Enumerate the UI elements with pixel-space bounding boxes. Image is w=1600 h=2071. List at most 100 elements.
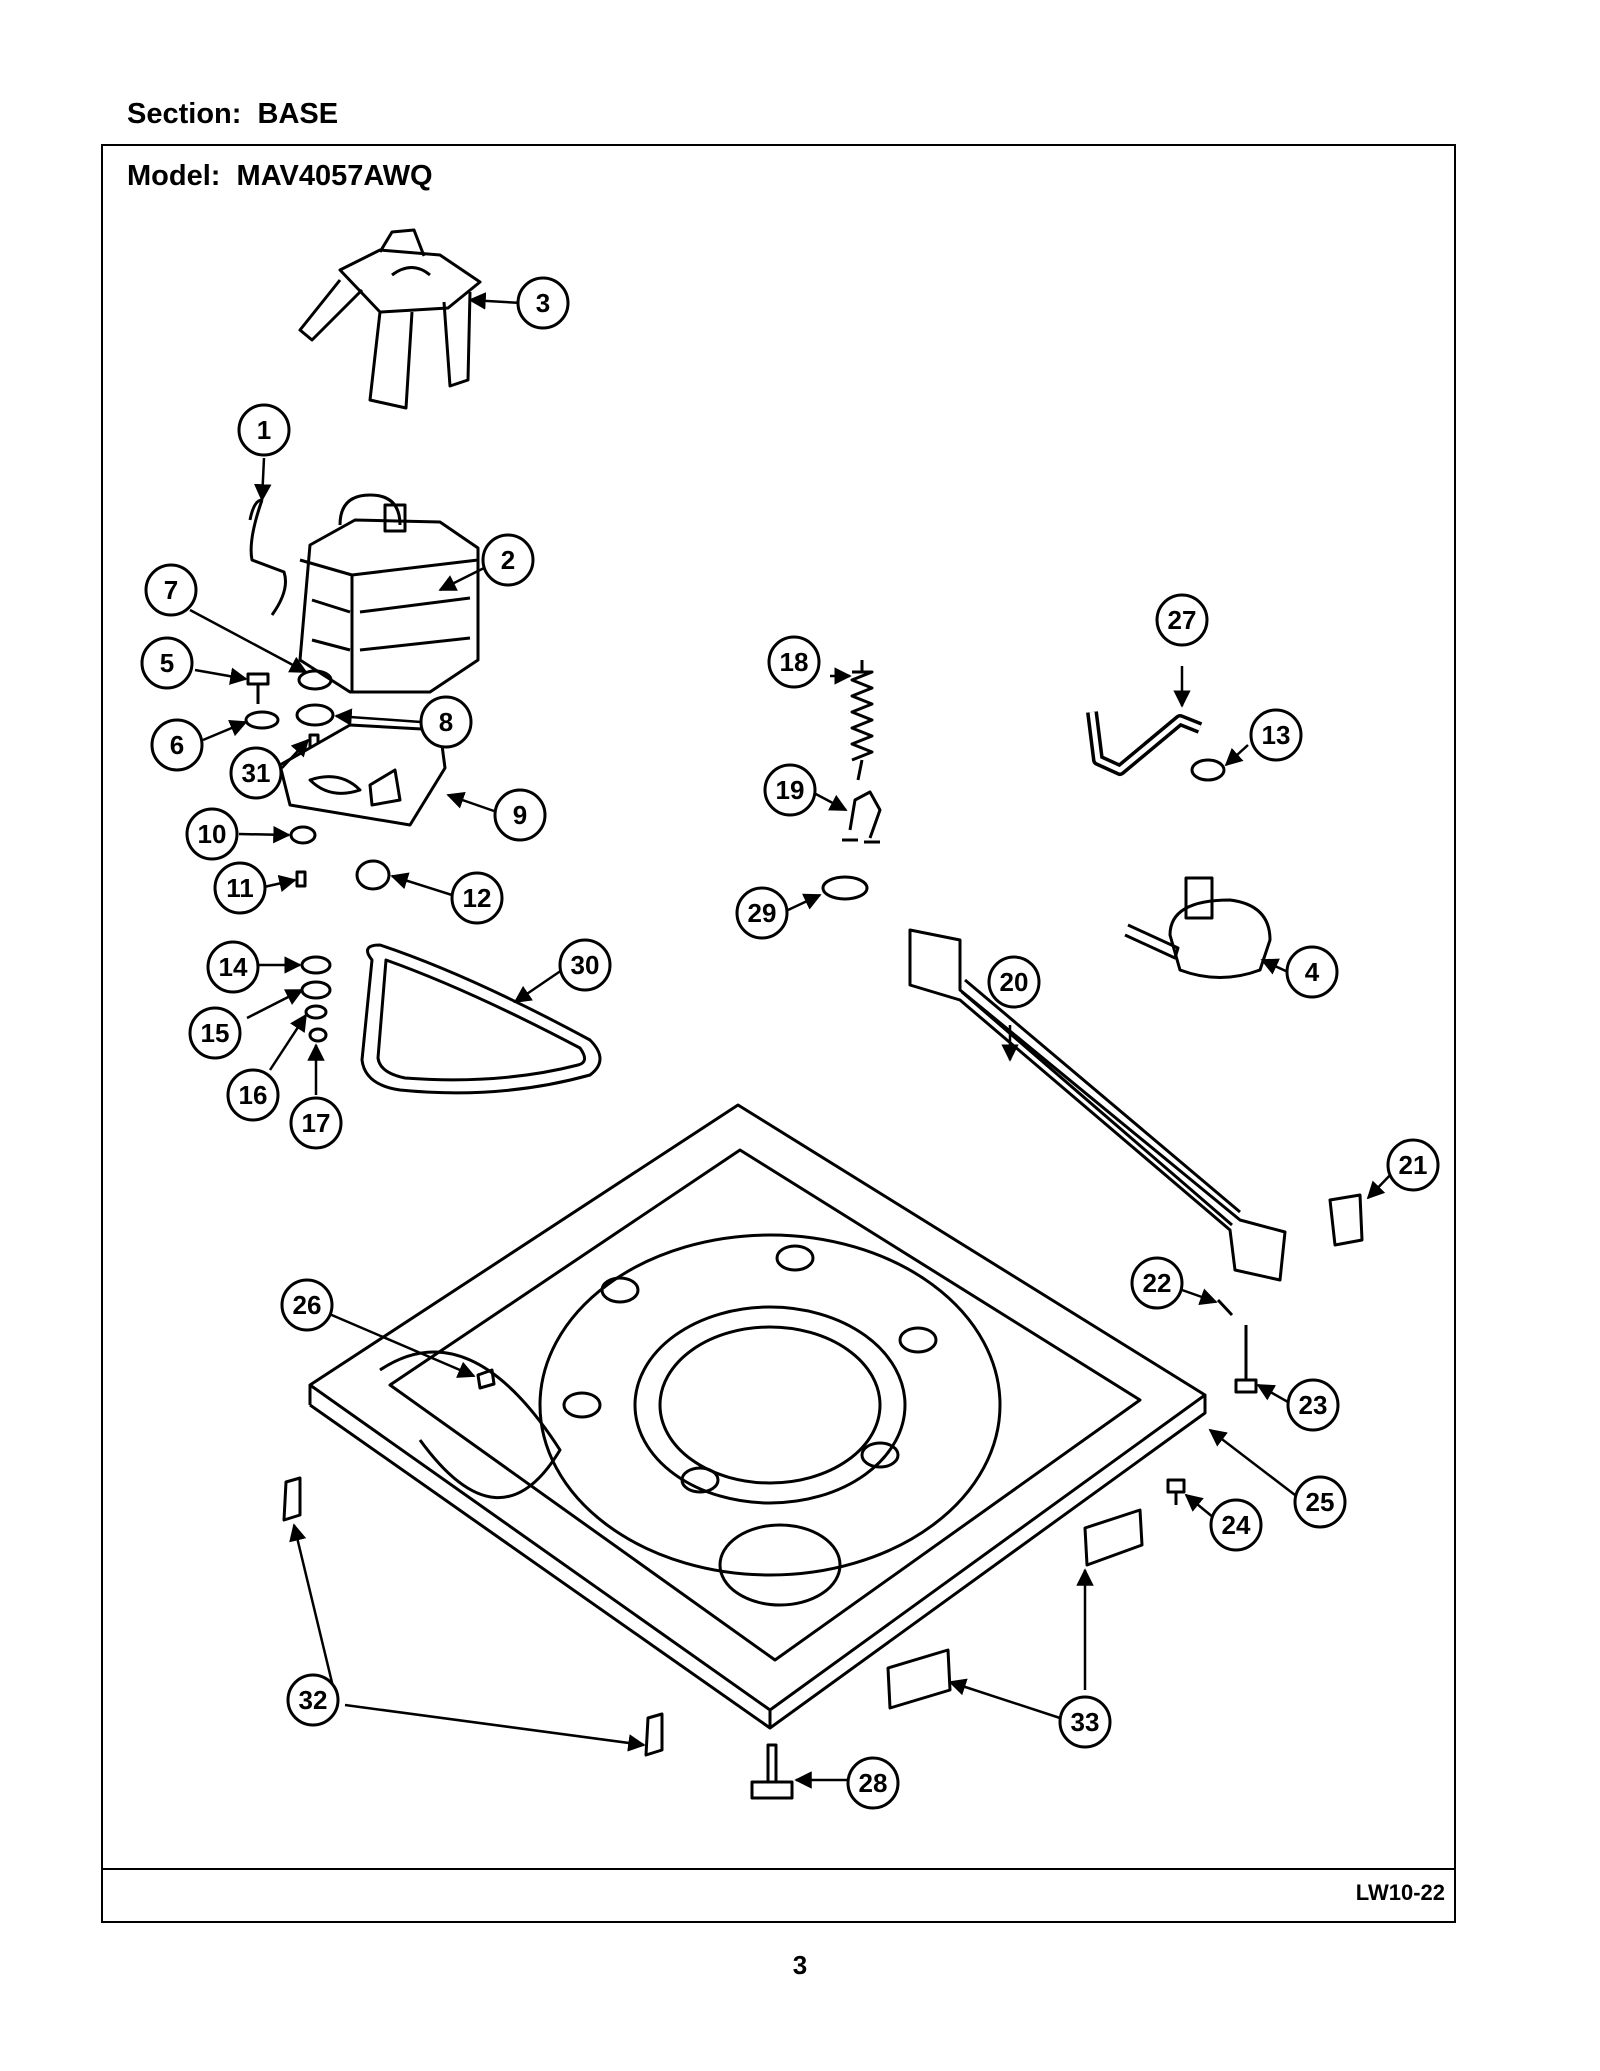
callout-14: 14 <box>206 940 260 994</box>
part-26-clip <box>476 1368 496 1390</box>
callout-16: 16 <box>226 1068 280 1122</box>
part-29-washer <box>821 875 869 901</box>
svg-text:24: 24 <box>1222 1510 1251 1540</box>
part-17-nut <box>308 1027 328 1043</box>
svg-text:8: 8 <box>439 707 453 737</box>
part-32-bracket-left <box>282 1476 302 1522</box>
part-23-bolt <box>1234 1325 1258 1394</box>
callout-25: 25 <box>1293 1475 1347 1529</box>
svg-text:18: 18 <box>780 647 809 677</box>
page-number: 3 <box>792 1950 808 1980</box>
callout-6: 6 <box>150 718 204 772</box>
svg-text:21: 21 <box>1399 1150 1428 1180</box>
svg-text:19: 19 <box>776 775 805 805</box>
callout-8: 8 <box>419 695 473 749</box>
callout-26: 26 <box>280 1278 334 1332</box>
part-33-pad-right <box>1083 1508 1144 1567</box>
callout-32: 32 <box>286 1673 340 1727</box>
diagram-code: LW10-22 <box>1355 1880 1445 1905</box>
part-12-bushing <box>355 859 391 891</box>
part-9-bracket <box>278 723 447 827</box>
callout-19: 19 <box>763 763 817 817</box>
part-20-strap <box>908 928 1287 1282</box>
part-13-clamp <box>1190 758 1226 782</box>
part-30-belt <box>360 943 602 1095</box>
svg-text:9: 9 <box>513 800 527 830</box>
callout-18: 18 <box>767 635 821 689</box>
svg-text:33: 33 <box>1071 1707 1100 1737</box>
callout-9: 9 <box>493 788 547 842</box>
part-8-grommet <box>295 703 335 727</box>
svg-text:6: 6 <box>170 730 184 760</box>
part-28-leg <box>750 1743 794 1800</box>
svg-text:23: 23 <box>1299 1390 1328 1420</box>
svg-text:22: 22 <box>1143 1268 1172 1298</box>
callout-23: 23 <box>1286 1378 1340 1432</box>
callout-2: 2 <box>481 533 535 587</box>
callout-17: 17 <box>289 1096 343 1150</box>
callout-22: 22 <box>1130 1256 1184 1310</box>
callout-28: 28 <box>846 1756 900 1810</box>
part-18-spring <box>850 660 874 781</box>
callouts: 1 2 3 4 5 6 7 8 9 10 11 12 13 14 15 16 1… <box>140 276 1440 1810</box>
callout-33: 33 <box>1058 1695 1112 1749</box>
part-7-grommet <box>297 669 333 691</box>
svg-text:17: 17 <box>302 1108 331 1138</box>
callout-1: 1 <box>237 403 291 457</box>
svg-text:2: 2 <box>501 545 515 575</box>
part-10-nut <box>289 825 317 845</box>
svg-text:15: 15 <box>201 1018 230 1048</box>
part-6-washer <box>244 710 280 730</box>
part-drawings <box>244 228 1364 1800</box>
part-24-screw <box>1166 1478 1186 1505</box>
part-33-pad-left <box>886 1648 952 1710</box>
part-1-clip <box>248 498 287 616</box>
part-11-pin <box>295 870 307 888</box>
svg-text:13: 13 <box>1262 720 1291 750</box>
svg-text:3: 3 <box>536 288 550 318</box>
callout-13: 13 <box>1249 708 1303 762</box>
svg-text:31: 31 <box>242 758 271 788</box>
svg-text:28: 28 <box>859 1768 888 1798</box>
svg-text:1: 1 <box>257 415 271 445</box>
callout-27: 27 <box>1155 593 1209 647</box>
part-3-tripod <box>298 228 482 410</box>
svg-text:11: 11 <box>226 873 254 903</box>
footer-divider <box>101 1868 1456 1870</box>
callout-5: 5 <box>140 636 194 690</box>
part-2-motor <box>298 493 480 694</box>
part-5-screw <box>246 672 270 704</box>
svg-text:4: 4 <box>1305 957 1320 987</box>
callout-4: 4 <box>1285 945 1339 999</box>
part-22-pin <box>1216 1298 1234 1317</box>
part-4-pump <box>1124 876 1272 979</box>
leader-arrows <box>189 292 1396 1789</box>
callout-20: 20 <box>987 955 1041 1009</box>
svg-text:25: 25 <box>1306 1487 1335 1517</box>
diagram-frame <box>101 144 1456 1923</box>
part-19-clip <box>842 790 882 844</box>
callout-24: 24 <box>1209 1498 1263 1552</box>
callout-31: 31 <box>229 746 283 800</box>
part-21-bracket <box>1328 1193 1364 1247</box>
svg-text:32: 32 <box>299 1685 328 1715</box>
part-15-washer <box>300 980 332 1000</box>
svg-text:16: 16 <box>239 1080 268 1110</box>
svg-text:12: 12 <box>463 883 492 913</box>
svg-text:26: 26 <box>293 1290 322 1320</box>
svg-text:27: 27 <box>1168 605 1197 635</box>
callout-3: 3 <box>516 276 570 330</box>
svg-text:7: 7 <box>164 575 178 605</box>
section-title: Section: BASE <box>127 98 339 130</box>
model-title: Model: MAV4057AWQ <box>127 160 433 192</box>
callout-15: 15 <box>188 1006 242 1060</box>
svg-text:20: 20 <box>1000 967 1029 997</box>
callout-29: 29 <box>735 886 789 940</box>
svg-text:5: 5 <box>160 648 174 678</box>
svg-text:14: 14 <box>219 952 248 982</box>
callout-7: 7 <box>144 563 198 617</box>
callout-11: 11 <box>213 861 267 915</box>
svg-text:10: 10 <box>198 819 227 849</box>
callout-21: 21 <box>1386 1138 1440 1192</box>
